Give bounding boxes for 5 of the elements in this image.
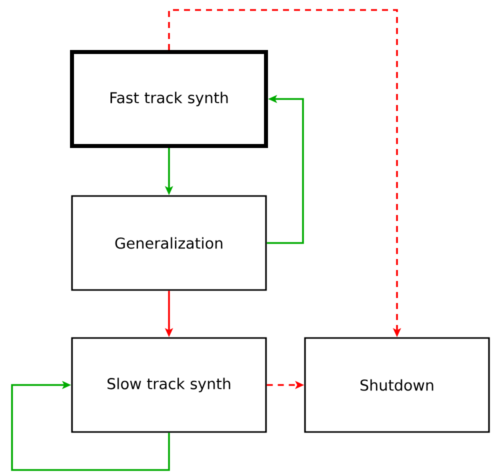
process-box: Generalization: [71, 195, 267, 291]
process-box: Fast track synth: [70, 50, 268, 148]
arrow: [11, 380, 170, 471]
process-box: Shutdown: [304, 337, 490, 433]
process-box: Slow track synth: [71, 337, 267, 433]
